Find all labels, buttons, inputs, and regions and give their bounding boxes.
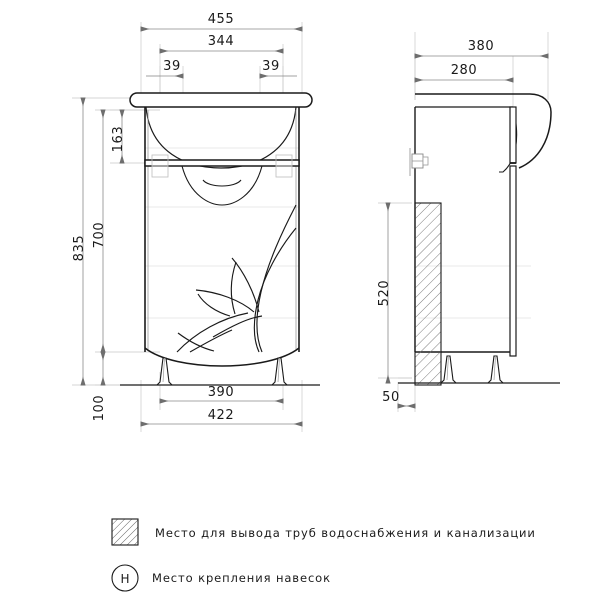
dim-wall-zone-height: 520 — [377, 280, 392, 307]
side-dimension-lines — [385, 53, 549, 409]
legend-item-1-text: Место крепления навесок — [152, 571, 331, 585]
cabinet-divider — [144, 159, 300, 167]
pipe-outlet-zone — [414, 202, 442, 386]
legend: Место для вывода труб водоснабжения и ка… — [111, 518, 536, 592]
side-view-geometry — [398, 93, 560, 386]
door-handle-recess — [181, 165, 263, 206]
legend-item-0-text: Место для вывода труб водоснабжения и ка… — [155, 526, 536, 540]
dim-overhang-right: 39 — [262, 59, 280, 74]
dim-basin-depth: 380 — [468, 39, 495, 54]
legend-hatched-square-icon — [111, 518, 139, 546]
dim-basin-height: 163 — [111, 126, 126, 153]
side-basin-top — [415, 93, 552, 169]
dim-cabinet-width: 344 — [208, 34, 235, 49]
dim-base-width: 422 — [208, 408, 235, 423]
dim-overhang-left: 39 — [163, 59, 181, 74]
door-bottom-curve — [144, 347, 300, 367]
hinge-marks — [151, 154, 293, 178]
front-view-geometry — [120, 92, 320, 386]
door-handle-lip — [202, 179, 242, 187]
wall-bracket-symbol — [409, 148, 429, 176]
door-ornament — [176, 204, 297, 353]
front-dimension-lines — [80, 26, 303, 427]
front-legs — [155, 357, 289, 386]
dim-wall-offset: 50 — [382, 390, 400, 405]
dim-cabinet-depth: 280 — [451, 63, 478, 78]
basin-bowl-curve — [145, 106, 297, 169]
washbasin-countertop — [129, 92, 313, 108]
dim-legs-span: 390 — [208, 385, 235, 400]
side-door-lower — [509, 165, 517, 357]
legend-circle-h-letter: Н — [120, 572, 129, 586]
legend-circle-h-icon — [111, 564, 139, 592]
dim-leg-height: 100 — [92, 395, 107, 422]
dim-cabinet-height: 700 — [92, 222, 107, 249]
side-door-upper — [509, 106, 517, 164]
dim-basin-width: 455 — [208, 12, 235, 27]
dim-total-height: 835 — [72, 235, 87, 262]
